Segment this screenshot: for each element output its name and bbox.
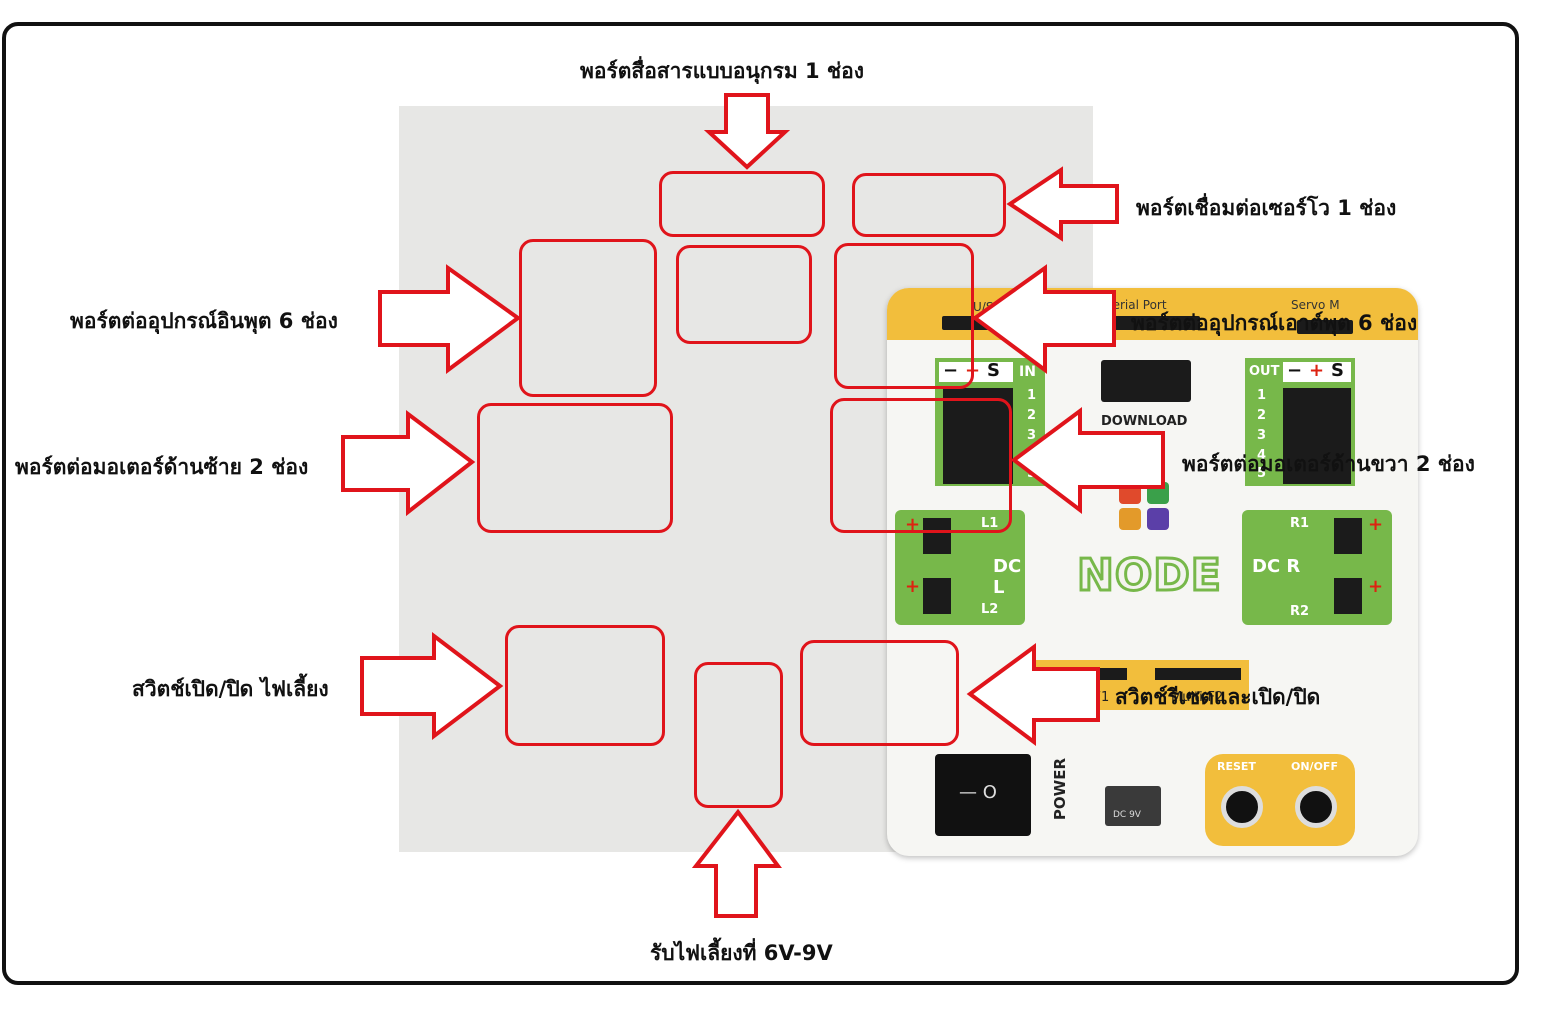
in-row-1: 1: [1027, 388, 1037, 403]
highlight-output-ports: [834, 243, 974, 389]
l1-connector: [923, 518, 951, 554]
multi-f2-label: Multi-F2: [1171, 690, 1224, 705]
highlight-left-motor: [477, 403, 673, 533]
onoff-text: ON/OFF: [1291, 760, 1338, 773]
l1-plus: +: [905, 514, 921, 535]
app-icon-orange: [1119, 508, 1141, 530]
power-rocker-switch[interactable]: — O: [935, 754, 1031, 836]
arrow-serial-down: [703, 93, 791, 170]
arrow-left-motor-right: [341, 410, 476, 517]
callout-serial-port: พอร์ตสื่อสารแบบอนุกรม 1 ช่อง: [580, 59, 865, 83]
reset-onoff-area: RESET ON/OFF: [1205, 754, 1355, 846]
output-port-panel: OUT − + S 1 2 3 4 5: [1245, 358, 1355, 486]
out-row-1: 1: [1257, 388, 1267, 403]
callout-input-ports: พอร์ตต่ออุปกรณ์อินพุต 6 ช่อง: [70, 309, 338, 333]
in-header-bar: [939, 362, 1013, 382]
arrow-servo-left: [1006, 166, 1119, 242]
servo-label: Servo M: [1291, 298, 1340, 312]
serial-port-label: Serial Port: [1105, 298, 1167, 312]
out-row-5: 5: [1257, 466, 1267, 481]
r1-connector: [1334, 518, 1362, 554]
highlight-servo-port: [852, 173, 1006, 237]
serial-port-connector: [1090, 316, 1200, 330]
in-label: IN: [1019, 364, 1036, 380]
callout-power-input: รับไฟเลี้ยงที่ 6V-9V: [650, 941, 833, 965]
dc-left-panel: + + L1 L2 DC L: [895, 510, 1025, 625]
out-s: S: [1331, 360, 1344, 381]
out-header-bar: [1283, 362, 1351, 382]
dc-text: DC 9V: [1113, 810, 1141, 820]
dc-left-label: DC L: [993, 556, 1022, 598]
in-row-3: 3: [1027, 428, 1037, 443]
servo-connector: [1297, 320, 1353, 334]
dc-right-panel: DC R R1 R2 + +: [1242, 510, 1392, 625]
out-row-2: 2: [1257, 408, 1267, 423]
out-minus: −: [1287, 360, 1303, 381]
r2-plus: +: [1368, 576, 1384, 597]
l2-connector: [923, 578, 951, 614]
arrow-power-up: [691, 808, 782, 918]
callout-reset-onoff: สวิตช์รีเซตและเปิด/ปิด: [1115, 685, 1321, 709]
reset-text: RESET: [1217, 760, 1256, 773]
callout-right-motor: พอร์ตต่อมอเตอร์ด้านขวา 2 ช่อง: [1182, 452, 1475, 476]
highlight-power-jack: [694, 662, 783, 808]
r2-label: R2: [1290, 604, 1310, 619]
clock-icon: [1147, 508, 1169, 530]
highlight-power-switch: [505, 625, 665, 746]
in-minus: −: [943, 360, 959, 381]
r1-plus: +: [1368, 514, 1384, 535]
node-board: U/S Serial Port Servo M − + S IN 1 2 3 4…: [887, 288, 1418, 856]
onoff-button[interactable]: [1295, 786, 1337, 828]
output-header-pins: [1283, 388, 1351, 484]
out-plus: +: [1309, 360, 1325, 381]
node-logo: NODE: [1076, 549, 1223, 603]
callout-left-motor: พอร์ตต่อมอเตอร์ด้านซ้าย 2 ช่อง: [15, 455, 309, 479]
arrow-input-right: [378, 264, 522, 374]
out-row-4: 4: [1257, 448, 1267, 463]
download-connector: [1101, 360, 1191, 402]
arrow-right-motor-left: [1010, 407, 1165, 515]
arrow-output-left: [971, 264, 1116, 374]
in-row-2: 2: [1027, 408, 1037, 423]
board-photo: U/S Serial Port Servo M − + S IN 1 2 3 4…: [399, 106, 1418, 856]
dc-right-label: DC R: [1252, 556, 1301, 577]
highlight-download: [676, 245, 812, 344]
rocker-glyph: — O: [959, 782, 997, 803]
dc-jack-icon: DC 9V: [1105, 786, 1161, 826]
highlight-reset-onoff: [800, 640, 959, 746]
r1-label: R1: [1290, 516, 1310, 531]
multi-f2-connector: [1155, 668, 1241, 680]
r2-connector: [1334, 578, 1362, 614]
callout-servo-port: พอร์ตเชื่อมต่อเซอร์โว 1 ช่อง: [1136, 196, 1397, 220]
download-label: DOWNLOAD: [1101, 414, 1188, 429]
highlight-serial-port: [659, 171, 825, 237]
l2-plus: +: [905, 576, 921, 597]
out-row-3: 3: [1257, 428, 1267, 443]
callout-output-ports: พอร์ตต่ออุปกรณ์เอาต์พุต 6 ช่อง: [1131, 311, 1418, 335]
arrow-reset-left: [966, 643, 1100, 746]
reset-button[interactable]: [1221, 786, 1263, 828]
out-label: OUT: [1249, 364, 1280, 379]
l1-label: L1: [981, 516, 999, 531]
arrow-power-right: [360, 631, 504, 741]
l2-label: L2: [981, 602, 999, 617]
callout-power-switch: สวิตช์เปิด/ปิด ไฟเลี้ยง: [132, 677, 329, 701]
multi-f2-area: Multi-F2: [1153, 660, 1249, 710]
outer-frame: [2, 22, 1519, 985]
highlight-right-motor: [830, 398, 1012, 533]
in-s: S: [987, 360, 1000, 381]
